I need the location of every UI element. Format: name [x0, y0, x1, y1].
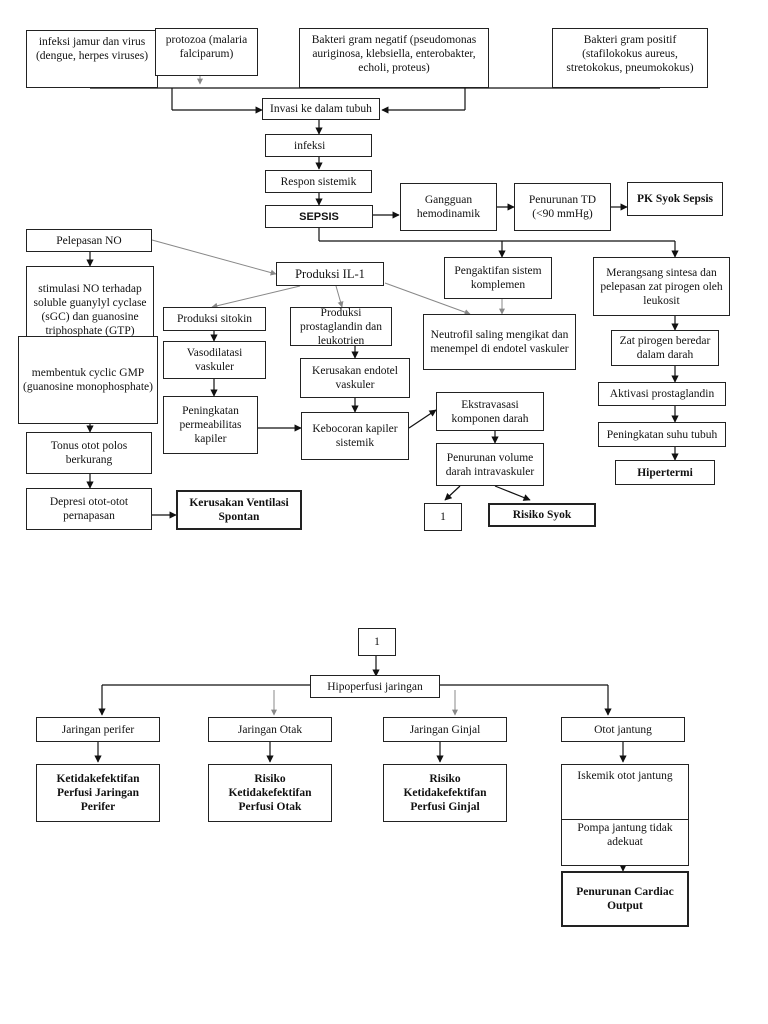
jaringan-ginjal-box: Jaringan Ginjal	[383, 717, 507, 742]
cardiac-output-box: Penurunan Cardiac Output	[561, 871, 689, 927]
kerusakan-endotel-box: Kerusakan endotel vaskuler	[300, 358, 410, 398]
kebocoran-kapiler-box: Kebocoran kapiler sistemik	[301, 412, 409, 460]
connector-1-top: 1	[424, 503, 462, 531]
pk-syok-sepsis-box: PK Syok Sepsis	[627, 182, 723, 216]
produksi-il1-box: Produksi IL-1	[276, 262, 384, 286]
kerusakan-ventilasi-box: Kerusakan Ventilasi Spontan	[176, 490, 302, 530]
penurunan-volume-box: Penurunan volume darah intravaskuler	[436, 443, 544, 486]
dx-otak-box: Risiko Ketidakefektifan Perfusi Otak	[208, 764, 332, 822]
tonus-otot-box: Tonus otot polos berkurang	[26, 432, 152, 474]
prostaglandin-box: Produksi prostaglandin dan leukotrien	[290, 307, 392, 347]
jaringan-perifer-box: Jaringan perifer	[36, 717, 160, 742]
infeksi-box: infeksi	[265, 134, 372, 157]
source-protozoa: protozoa (malaria falciparum)	[155, 28, 258, 76]
cyclic-gmp-box: membentuk cyclic GMP (guanosine monophos…	[18, 336, 158, 424]
neutrofil-box: Neutrofil saling mengikat dan menempel d…	[423, 314, 576, 370]
zat-pirogen-box: Zat pirogen beredar dalam darah	[611, 330, 719, 366]
risiko-syok-box: Risiko Syok	[488, 503, 596, 527]
jaringan-otak-box: Jaringan Otak	[208, 717, 332, 742]
gangguan-hemodinamik-box: Gangguan hemodinamik	[400, 183, 497, 231]
komplemen-box: Pengaktifan sistem komplemen	[444, 257, 552, 299]
produksi-sitokin-box: Produksi sitokin	[163, 307, 266, 331]
dx-ginjal-box: Risiko Ketidakefektifan Perfusi Ginjal	[383, 764, 507, 822]
respon-sistemik-box: Respon sistemik	[265, 170, 372, 193]
otot-jantung-box: Otot jantung	[561, 717, 685, 742]
source-gram-positif: Bakteri gram positif (stafilokokus aureu…	[552, 28, 708, 88]
suhu-tubuh-box: Peningkatan suhu tubuh	[598, 422, 726, 447]
aktivasi-prostaglandin-box: Aktivasi prostaglandin	[598, 382, 726, 406]
invasi-box: Invasi ke dalam tubuh	[262, 98, 380, 120]
depresi-otot-box: Depresi otot-otot pernapasan	[26, 488, 152, 530]
source-gram-negatif: Bakteri gram negatif (pseudomonas aurigi…	[299, 28, 489, 88]
penurunan-td-box: Penurunan TD (<90 mmHg)	[514, 183, 611, 231]
hipertermi-box: Hipertermi	[615, 460, 715, 485]
pelepasan-no-box: Pelepasan NO	[26, 229, 152, 252]
connector-1-bottom: 1	[358, 628, 396, 656]
ekstravasasi-box: Ekstravasasi komponen darah	[436, 392, 544, 431]
hipoperfusi-box: Hipoperfusi jaringan	[310, 675, 440, 698]
dx-perifer-box: Ketidakefektifan Perfusi Jaringan Perife…	[36, 764, 160, 822]
permeabilitas-box: Peningkatan permeabilitas kapiler	[163, 396, 258, 454]
vasodilatasi-box: Vasodilatasi vaskuler	[163, 341, 266, 379]
source-jamur-virus: infeksi jamur dan virus (dengue, herpes …	[26, 30, 158, 88]
iskemik-box: Iskemik otot jantung	[561, 764, 689, 820]
sepsis-box: SEPSIS	[265, 205, 373, 228]
merangsang-box: Merangsang sintesa dan pelepasan zat pir…	[593, 257, 730, 316]
